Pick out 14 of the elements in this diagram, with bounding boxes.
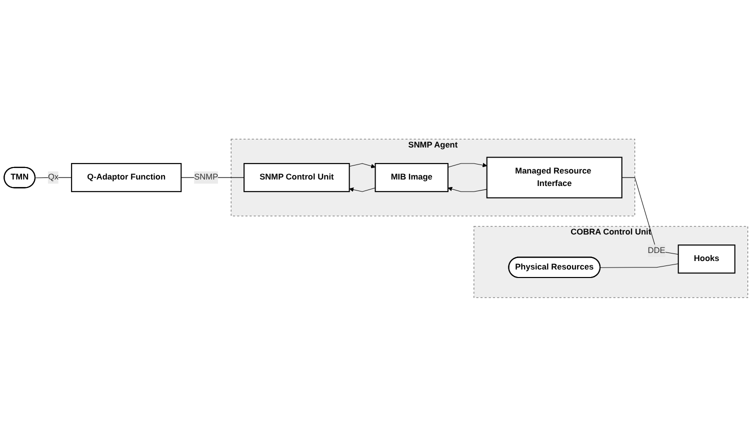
- node-box: MIB Image: [374, 163, 448, 192]
- edge-label: DDE: [648, 246, 666, 256]
- node-box: Managed Resource Interface: [486, 156, 622, 198]
- arrow: [349, 188, 376, 192]
- edge-label: Qx: [48, 173, 59, 182]
- node-box: SNMP Control Unit: [244, 163, 350, 192]
- arrow: [448, 162, 488, 168]
- node-box: Hooks: [678, 244, 736, 274]
- connector: [622, 177, 679, 255]
- edge-label: SNMP: [194, 173, 218, 182]
- arrow: [349, 163, 376, 168]
- arrow: [448, 186, 488, 192]
- connector: [600, 264, 679, 268]
- node-box: Q-Adaptor Function: [71, 163, 182, 192]
